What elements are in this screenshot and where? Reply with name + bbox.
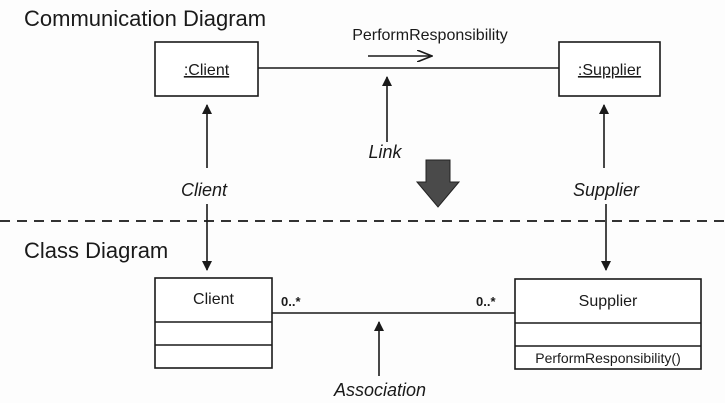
association-label: Association: [333, 380, 426, 400]
client-role-label: Client: [181, 180, 228, 200]
supplier-object-label: :Supplier: [578, 62, 642, 79]
client-class-name: Client: [193, 291, 234, 308]
supplier-multiplicity: 0..*: [476, 294, 496, 309]
supplier-role-label: Supplier: [573, 180, 640, 200]
transform-arrow-icon: [415, 159, 461, 208]
message-label: PerformResponsibility: [352, 27, 508, 44]
communication-diagram-title: Communication Diagram: [24, 6, 266, 31]
supplier-operation: PerformResponsibility(): [535, 350, 680, 366]
supplier-class-name: Supplier: [579, 293, 638, 310]
class-diagram-title: Class Diagram: [24, 238, 168, 263]
link-label: Link: [368, 142, 402, 162]
client-multiplicity: 0..*: [281, 294, 301, 309]
client-object-label: :Client: [184, 62, 230, 79]
client-object-box: [154, 41, 259, 97]
supplier-object-box: [558, 41, 661, 97]
client-class-box: [154, 277, 273, 369]
supplier-class-box: [514, 278, 702, 370]
